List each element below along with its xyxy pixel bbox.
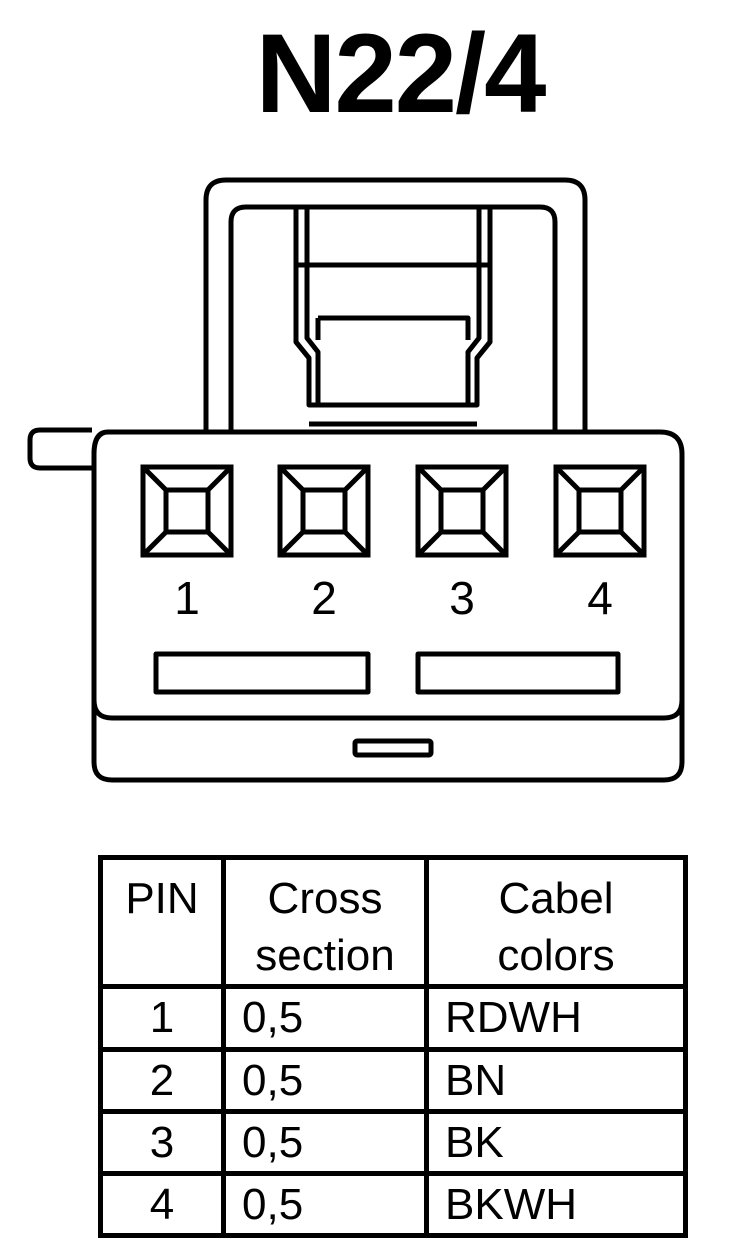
pin-label-2: 2 <box>311 572 337 624</box>
table-row: 3 0,5 BK <box>98 1108 688 1176</box>
pin-cavity-1 <box>140 464 234 558</box>
connector-drawing: 1 2 3 4 <box>27 177 685 783</box>
cell-pin: 4 <box>98 1170 226 1239</box>
table-row: 4 0,5 BKWH <box>98 1170 688 1239</box>
connector-title: N22/4 <box>255 11 547 136</box>
cell-cable-color: RDWH <box>424 984 688 1052</box>
latch-inner <box>228 204 558 432</box>
pin-cavity-2 <box>277 464 371 558</box>
table-row: 1 0,5 RDWH <box>98 984 688 1052</box>
pin-cavity-4 <box>553 464 647 558</box>
cell-cross-section: 0,5 <box>221 1170 429 1239</box>
cell-cable-color: BK <box>424 1108 688 1176</box>
header-cross-section: Cross section <box>221 854 429 990</box>
side-tab <box>27 427 92 471</box>
cell-cable-color: BKWH <box>424 1170 688 1239</box>
pin-label-3: 3 <box>449 572 475 624</box>
cell-cross-section: 0,5 <box>221 1108 429 1176</box>
cell-pin: 3 <box>98 1108 226 1176</box>
cell-pin: 1 <box>98 984 226 1052</box>
pin-cavity-3 <box>415 464 509 558</box>
pin-label-4: 4 <box>587 572 613 624</box>
table-header-row: PIN Cross section Cabel colors <box>98 854 688 990</box>
pin-label-1: 1 <box>174 572 200 624</box>
header-cable-colors: Cabel colors <box>424 854 688 990</box>
cell-cross-section: 0,5 <box>221 1046 429 1114</box>
cell-pin: 2 <box>98 1046 226 1114</box>
table-row: 2 0,5 BN <box>98 1046 688 1114</box>
latch-outer <box>203 177 588 432</box>
slot-right <box>415 651 621 695</box>
pin-assignment-table: PIN Cross section Cabel colors 1 0,5 RDW… <box>98 854 688 1239</box>
header-pin: PIN <box>98 854 226 990</box>
slot-left <box>153 651 371 695</box>
release-tab <box>293 207 493 408</box>
bottom-slot <box>352 738 434 758</box>
housing-body <box>91 429 685 783</box>
cell-cross-section: 0,5 <box>221 984 429 1052</box>
cell-cable-color: BN <box>424 1046 688 1114</box>
